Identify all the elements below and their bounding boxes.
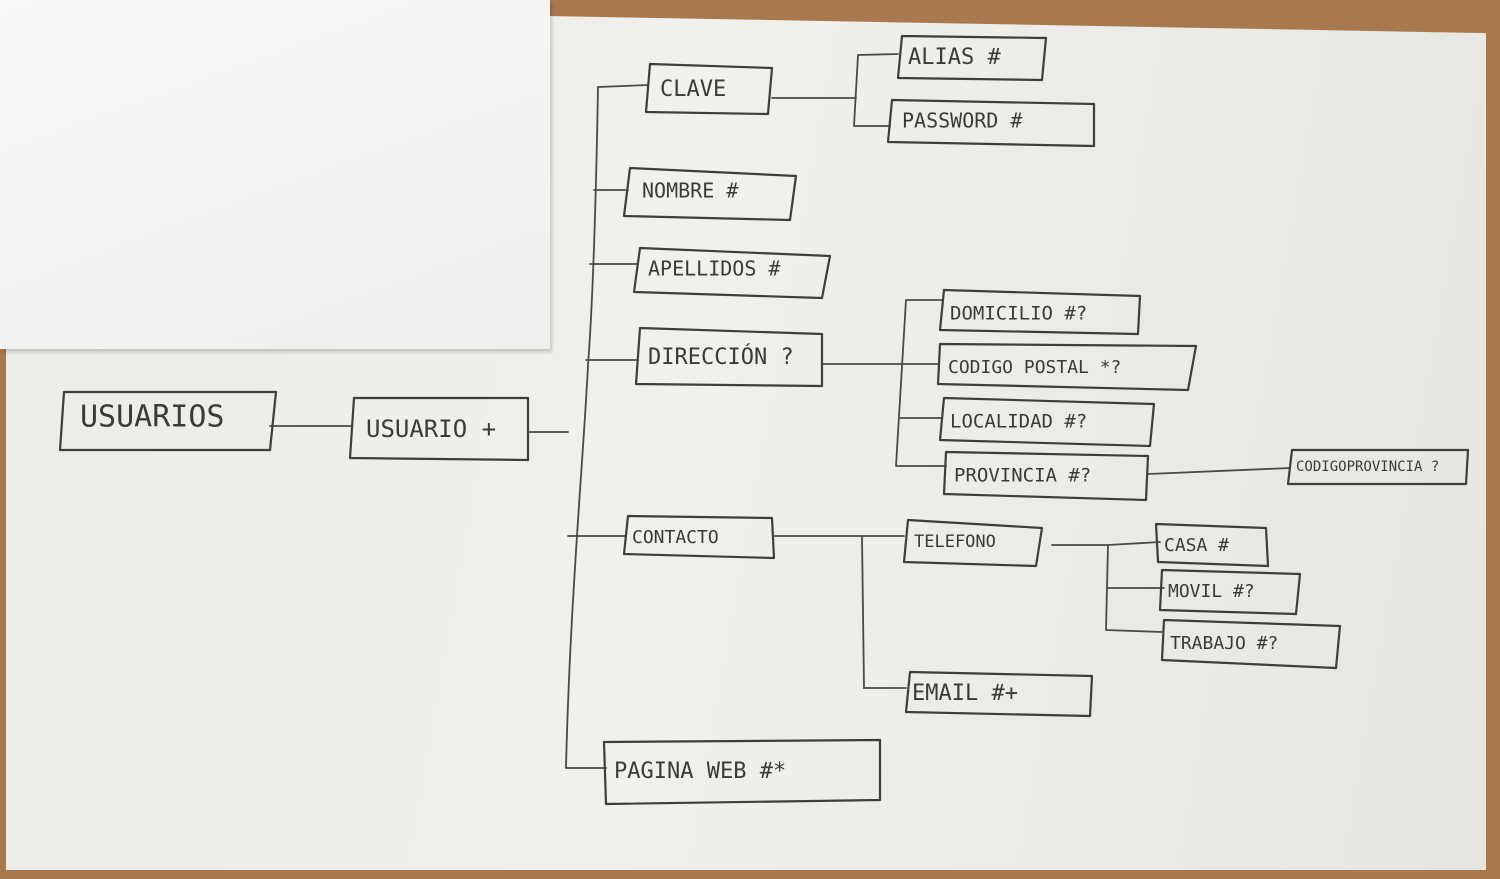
- node-trabajo: TRABAJO #?: [1160, 618, 1342, 670]
- node-clave-label: CLAVE: [660, 77, 726, 102]
- node-direccion: DIRECCIÓN ?: [634, 326, 824, 388]
- node-codigo-provincia-label: CODIGOPROVINCIA ?: [1296, 459, 1439, 475]
- node-email: EMAIL #+: [904, 670, 1094, 718]
- node-pagina-web-label: PAGINA WEB #*: [614, 759, 786, 784]
- edge-contacto-children: [773, 535, 907, 689]
- node-contacto-label: CONTACTO: [632, 527, 719, 548]
- node-provincia-label: PROVINCIA #?: [954, 465, 1091, 487]
- edge-trunk-clave: [597, 84, 649, 88]
- node-usuario-label: USUARIO +: [366, 415, 496, 443]
- node-usuario: USUARIO +: [348, 396, 530, 462]
- node-telefono: TELEFONO: [902, 518, 1044, 568]
- tree-connectors: [269, 53, 1291, 769]
- node-telefono-label: TELEFONO: [914, 532, 996, 552]
- node-provincia: PROVINCIA #?: [942, 450, 1150, 502]
- node-localidad: LOCALIDAD #?: [938, 396, 1156, 448]
- node-codigo-postal: CODIGO POSTAL *?: [936, 342, 1198, 392]
- node-usuarios: USUARIOS: [58, 390, 278, 452]
- node-nombre-label: NOMBRE #: [642, 179, 738, 203]
- node-movil: MOVIL #?: [1158, 568, 1302, 616]
- node-apellidos-label: APELLIDOS #: [648, 257, 780, 281]
- node-clave: CLAVE: [644, 62, 774, 116]
- edge-direccion-children: [821, 299, 947, 467]
- edge-provincia-codigoprovincia: [1147, 467, 1291, 475]
- node-password: PASSWORD #: [886, 98, 1096, 148]
- node-direccion-label: DIRECCIÓN ?: [648, 344, 794, 370]
- node-codigo-provincia: CODIGOPROVINCIA ?: [1286, 448, 1470, 486]
- node-domicilio: DOMICILIO #?: [938, 288, 1142, 336]
- node-domicilio-label: DOMICILIO #?: [950, 303, 1087, 325]
- node-alias-label: ALIAS #: [908, 45, 1001, 70]
- trunk-vertical: [565, 86, 599, 769]
- node-contacto: CONTACTO: [622, 514, 776, 560]
- node-email-label: EMAIL #+: [912, 681, 1018, 706]
- node-pagina-web: PAGINA WEB #*: [602, 738, 882, 806]
- node-password-label: PASSWORD #: [902, 109, 1022, 133]
- node-trabajo-label: TRABAJO #?: [1170, 633, 1278, 654]
- node-localidad-label: LOCALIDAD #?: [950, 411, 1087, 433]
- node-casa: CASA #: [1154, 522, 1270, 568]
- edge-clave-children: [771, 53, 899, 127]
- node-movil-label: MOVIL #?: [1168, 581, 1255, 602]
- node-alias: ALIAS #: [896, 34, 1048, 82]
- overlapping-paper-sheet: [0, 0, 550, 349]
- edge-telefono-children: [1051, 541, 1165, 633]
- node-usuarios-label: USUARIOS: [80, 400, 225, 435]
- node-nombre: NOMBRE #: [622, 166, 798, 222]
- node-casa-label: CASA #: [1164, 535, 1229, 556]
- node-apellidos: APELLIDOS #: [632, 246, 832, 300]
- node-codigo-postal-label: CODIGO POSTAL *?: [948, 357, 1121, 378]
